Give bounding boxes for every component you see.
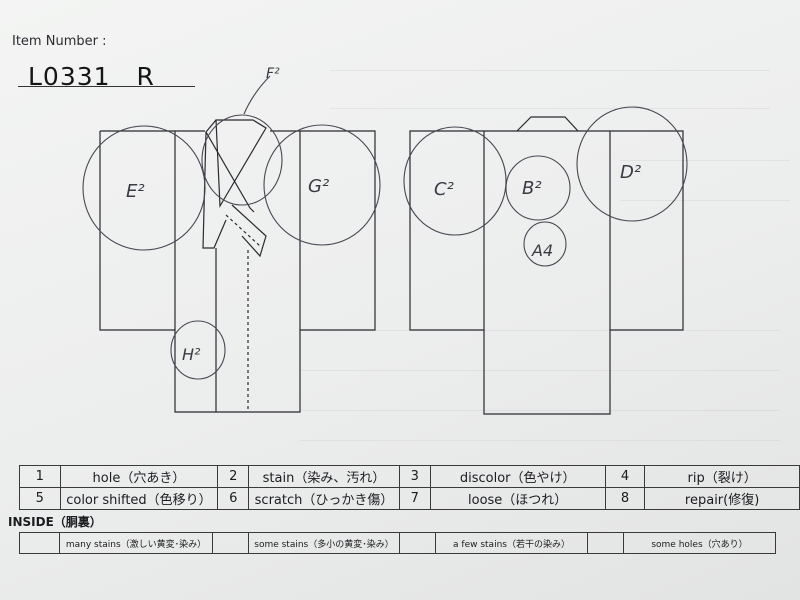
defect-label: discolor（色やけ） (429, 465, 606, 488)
defect-number: 7 (398, 487, 431, 510)
checkbox-cell (399, 532, 436, 554)
mark-label: E² (126, 181, 145, 202)
mark-label: G² (308, 176, 329, 197)
defect-label: color shifted（色移り） (59, 487, 219, 510)
show-through-line (300, 440, 780, 441)
show-through-line (300, 410, 780, 411)
checkbox-cell (587, 532, 624, 554)
inside-condition-label: many stains（激しい黄変･染み） (59, 532, 213, 554)
show-through-line (330, 70, 770, 71)
checkbox-cell (19, 532, 60, 554)
show-through-line (300, 330, 780, 331)
mark-label: A4 (531, 241, 553, 260)
table-row: many stains（激しい黄変･染み） some stains（多小の黄変･… (19, 532, 776, 554)
kimono-back-outline (409, 116, 684, 415)
table-row: 1 hole（穴あき） 2 stain（染み、汚れ） 3 discolor（色や… (19, 465, 800, 488)
defect-label: rip（裂け） (644, 465, 800, 488)
show-through-line (300, 370, 780, 371)
defect-label: repair(修復) (644, 487, 800, 510)
show-through-line (330, 108, 770, 109)
inside-section-title: INSIDE（胴裏） (8, 515, 102, 529)
kimono-front-outline (99, 119, 376, 413)
show-through-line (620, 160, 790, 161)
item-number-underline (18, 86, 195, 87)
defect-label: scratch（ひっかき傷） (248, 487, 400, 510)
mark-label: C² (434, 179, 454, 200)
item-number-label: Item Number : (12, 34, 107, 49)
defect-label: loose（ほつれ） (429, 487, 606, 510)
inside-condition-table: many stains（激しい黄変･染み） some stains（多小の黄変･… (19, 532, 776, 554)
table-row: 5 color shifted（色移り） 6 scratch（ひっかき傷） 7 … (19, 487, 800, 510)
defect-number: 8 (604, 487, 646, 510)
mark-label: D² (620, 162, 641, 183)
defect-label: stain（染み、汚れ） (248, 465, 400, 488)
defect-number: 1 (19, 465, 61, 488)
show-through-line (620, 200, 790, 201)
defect-circles (82, 75, 688, 380)
defect-number: 3 (398, 465, 431, 488)
defect-number: 6 (217, 487, 250, 510)
defect-number: 4 (604, 465, 646, 488)
defect-label: hole（穴あき） (59, 465, 219, 488)
defect-legend-table: 1 hole（穴あき） 2 stain（染み、汚れ） 3 discolor（色や… (19, 465, 800, 510)
mark-label: F² (266, 66, 280, 82)
inside-condition-label: some stains（多小の黄変･染み） (248, 532, 400, 554)
back-mark-labels: C² B² D² A4 (434, 162, 641, 260)
inside-condition-label: some holes（穴あり） (623, 532, 776, 554)
mark-label: H² (182, 345, 201, 364)
checkbox-cell (212, 532, 249, 554)
defect-number: 5 (19, 487, 61, 510)
front-mark-labels: E² F² G² H² (126, 66, 329, 364)
mark-label: B² (522, 178, 542, 199)
inside-condition-label: a few stains（若干の染み） (435, 532, 588, 554)
defect-number: 2 (217, 465, 250, 488)
